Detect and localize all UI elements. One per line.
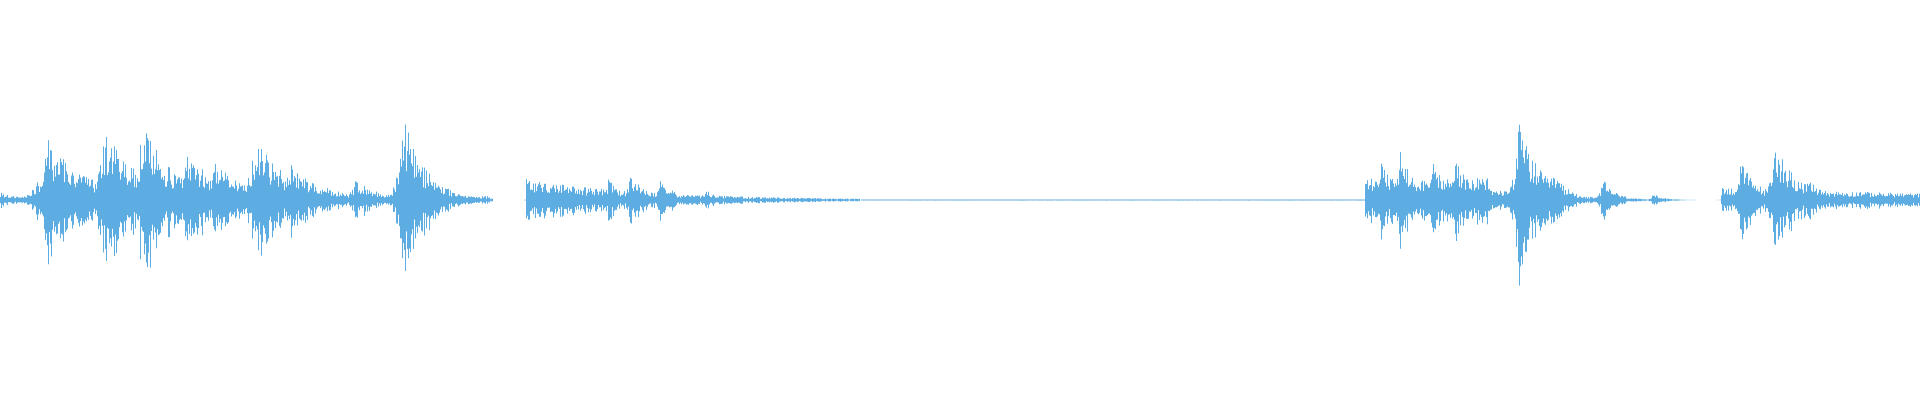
waveform-bars	[0, 124, 1920, 286]
